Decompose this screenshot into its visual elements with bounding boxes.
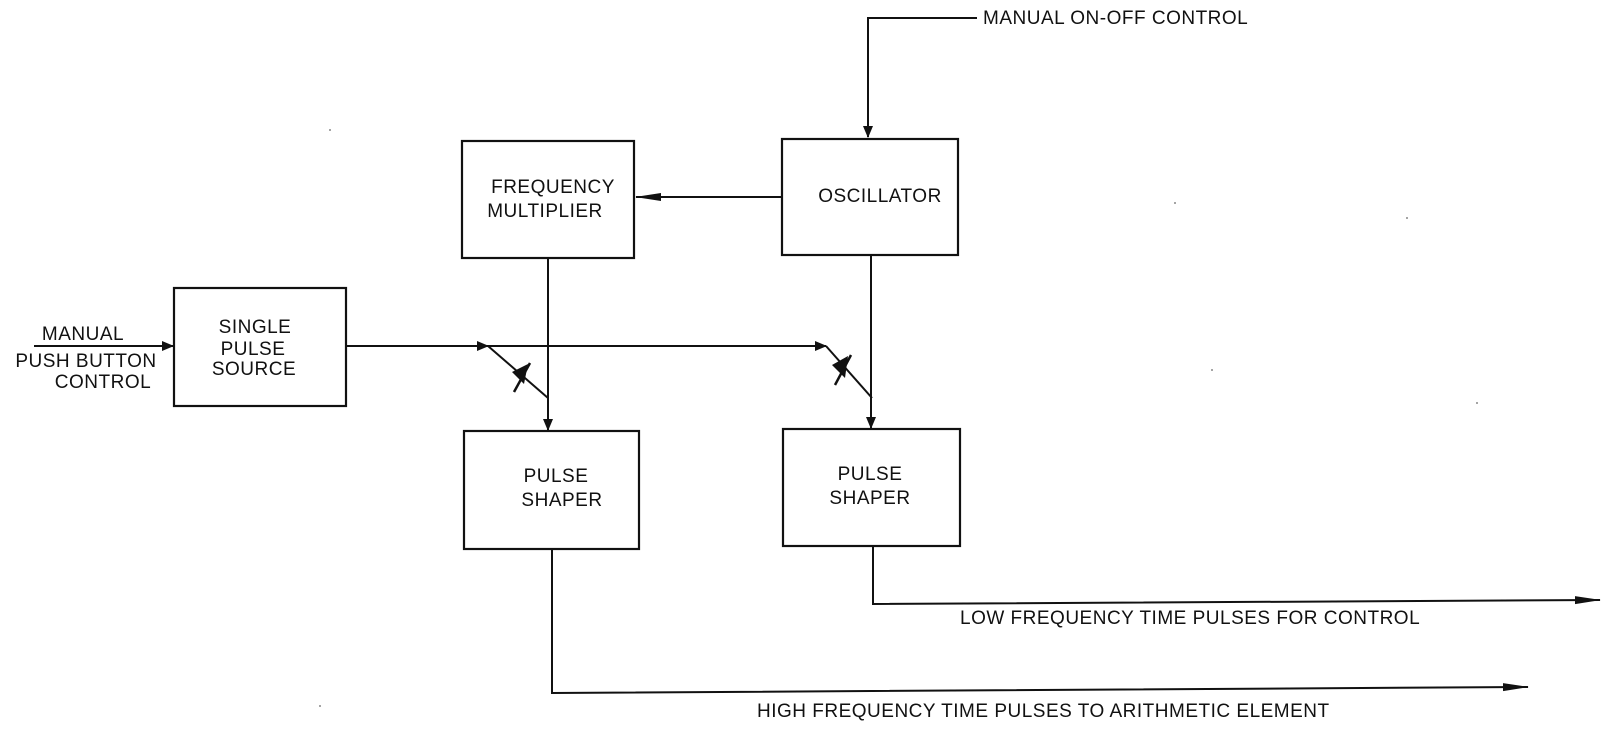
pulse-shaper-left-label-line2: SHAPER: [521, 490, 602, 511]
speck: [1406, 217, 1408, 219]
low-frequency-label: LOW FREQUENCY TIME PULSES FOR CONTROL: [960, 608, 1420, 629]
single-pulse-label-line3: SOURCE: [212, 359, 296, 380]
single-pulse-label-line1: SINGLE: [219, 317, 292, 338]
speck: [319, 705, 321, 707]
pulse-shaper-left-block: PULSE SHAPER: [462, 429, 641, 551]
single-pulse-label-line2: PULSE: [221, 339, 286, 360]
pulse-shaper-right-block: PULSE SHAPER: [781, 427, 962, 548]
diode-left-triangle: [512, 364, 528, 384]
oscillator-block: OSCILLATOR: [780, 137, 960, 257]
manual-push-label-line2: PUSH BUTTON: [15, 351, 156, 372]
frequency-multiplier-label-line1: FREQUENCY: [491, 177, 615, 198]
manual-push-label-line1: MANUAL: [42, 324, 124, 345]
manual-on-off-label: MANUAL ON-OFF CONTROL: [983, 8, 1248, 29]
on-off-wire: [863, 17, 977, 138]
pulse-shaper-right-label-line1: PULSE: [838, 464, 903, 485]
pulse-shaper-right-box: [781, 427, 962, 548]
frequency-multiplier-label-line2: MULTIPLIER: [487, 201, 603, 222]
pulse-shaper-left-label-line1: PULSE: [524, 466, 589, 487]
manual-push-label-line3: CONTROL: [55, 372, 151, 393]
speck: [1476, 402, 1478, 404]
high-frequency-label: HIGH FREQUENCY TIME PULSES TO ARITHMETIC…: [757, 701, 1330, 722]
frequency-multiplier-block: FREQUENCY MULTIPLIER: [460, 139, 636, 260]
pulse-shaper-right-label-line2: SHAPER: [829, 488, 910, 509]
speck: [329, 129, 331, 131]
speck: [1174, 202, 1176, 204]
speck: [1211, 369, 1213, 371]
low-frequency-output: LOW FREQUENCY TIME PULSES FOR CONTROL: [872, 546, 1601, 629]
low-frequency-wire: [872, 546, 1601, 606]
single-pulse-source-block: SINGLE PULSE SOURCE: [172, 286, 348, 408]
manual-on-off-input: MANUAL ON-OFF CONTROL: [863, 8, 1248, 138]
diode-left: [487, 345, 549, 399]
frequency-multiplier-box: [460, 139, 636, 260]
diode-left-bar: [512, 362, 532, 393]
oscillator-label: OSCILLATOR: [818, 186, 942, 207]
high-frequency-output: HIGH FREQUENCY TIME PULSES TO ARITHMETIC…: [551, 549, 1529, 722]
diode-right-bar: [833, 354, 853, 386]
high-frequency-wire: [551, 549, 1529, 695]
scan-specks: [319, 129, 1478, 707]
manual-push-button-input: MANUAL PUSH BUTTON CONTROL: [15, 324, 174, 393]
diode-right-lead: [825, 345, 873, 399]
diode-right: [825, 345, 873, 399]
diode-right-triangle: [832, 356, 848, 378]
